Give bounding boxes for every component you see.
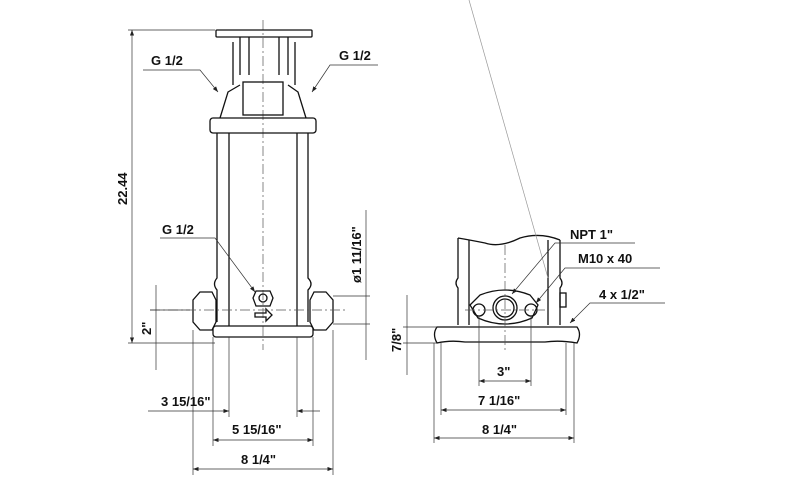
front-dimensions [128, 29, 378, 475]
inner-width-label: 3 15/16" [161, 394, 211, 409]
side-overall-width-label: 8 1/4" [482, 422, 517, 437]
bolt-spacing-label: 3" [497, 364, 510, 379]
side-dimensions [403, 242, 665, 443]
thread-label: NPT 1" [570, 227, 613, 242]
base-height-label: 7/8" [389, 328, 404, 352]
inlet-height-label: 2" [139, 322, 154, 335]
bolt-label: M10 x 40 [578, 251, 632, 266]
holes-label: 4 x 1/2" [599, 287, 645, 302]
port-top-left-label: G 1/2 [151, 53, 183, 68]
port-top-right-label: G 1/2 [339, 48, 371, 63]
hole-spacing-label: 7 1/16" [478, 393, 520, 408]
pipe-diameter-label: ø1 11/16" [349, 226, 364, 283]
front-overall-width-label: 8 1/4" [241, 452, 276, 467]
front-view [150, 20, 345, 350]
side-view [433, 0, 581, 350]
height-dimension-label: 22.44 [115, 172, 130, 205]
drain-port-label: G 1/2 [162, 222, 194, 237]
base-width-label: 5 15/16" [232, 422, 282, 437]
